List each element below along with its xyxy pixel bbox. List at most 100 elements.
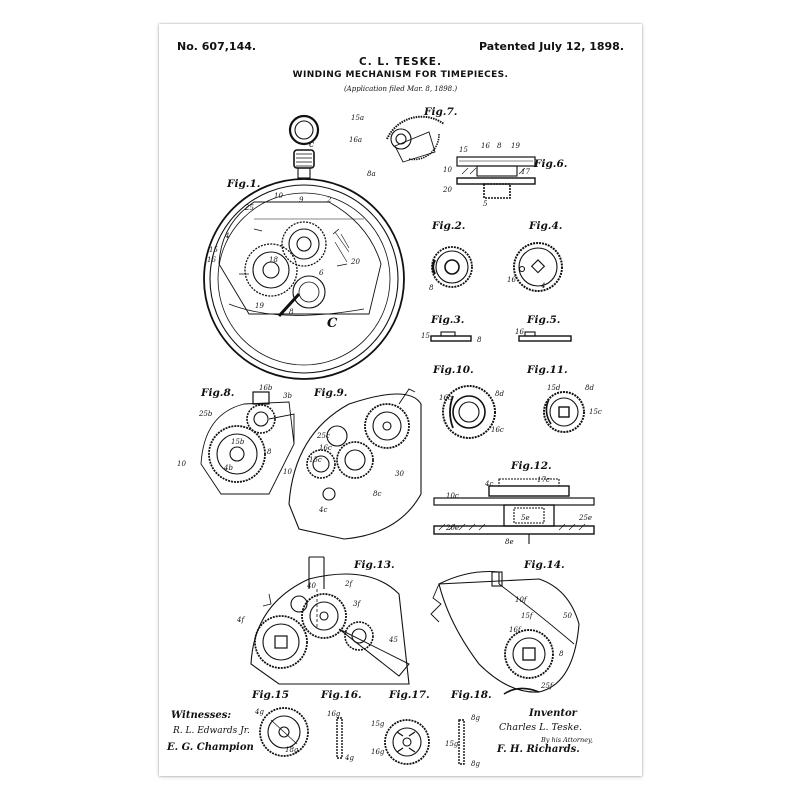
fig6-label: Fig.6. [534, 158, 568, 170]
ref-16c-fig9: 16c [319, 444, 332, 452]
ref-8a: 8a [367, 170, 376, 178]
patent-drawing [200, 114, 595, 765]
fig3-label: Fig.3. [431, 314, 465, 326]
ref-8: 8 [289, 308, 294, 316]
ref-30: 30 [395, 470, 404, 478]
fig4-label: Fig.4. [529, 220, 563, 232]
ref-9: 9 [299, 196, 304, 204]
ref-8g-b: 8g [471, 760, 480, 768]
ref-16c-b: 16c [491, 426, 504, 434]
ref-10-fig9: 10 [283, 468, 292, 476]
ref-18g: 18g [285, 746, 299, 754]
ref-17: 17 [521, 168, 530, 176]
ref-8-fig2: 8 [429, 284, 434, 292]
fig14-label: Fig.14. [524, 559, 565, 571]
ref-16a: 16a [349, 136, 363, 144]
fig14-mechanism [430, 570, 580, 695]
fig10-ring [442, 385, 496, 439]
ref-case-c: C [327, 316, 338, 331]
fig12-section [433, 478, 595, 544]
ref-25: 25 [245, 204, 254, 212]
ref-20e: 20e [446, 524, 460, 532]
ref-3f: 3f [353, 600, 361, 608]
ref-5: 5 [483, 200, 488, 208]
by-attorney-label: By his Attorney, [541, 736, 593, 744]
fig13-label: Fig.13. [354, 559, 395, 571]
patent-number: No. 607,144. [177, 40, 257, 53]
fig5-label: Fig.5. [527, 314, 561, 326]
inventor-heading: C. L. TESKE. [359, 56, 442, 68]
ref-16: 16 [207, 256, 216, 264]
ref-4b: 4b [224, 464, 233, 472]
ref-4-fig4: 4 [541, 282, 546, 290]
ref-15-fig6: 15 [459, 146, 468, 154]
patent-date: Patented July 12, 1898. [479, 40, 624, 53]
ref-10f: 10f [515, 596, 527, 604]
fig18-part [458, 719, 465, 765]
ref-10-fig8: 10 [177, 460, 186, 468]
ref-19: 19 [255, 302, 264, 310]
fig8-mechanism [200, 391, 295, 495]
patent-poster: No. 607,144. Patented July 12, 1898. C. … [159, 24, 642, 776]
fig6-section [456, 156, 536, 199]
filing-date: (Application filed Mar. 8, 1898.) [343, 85, 458, 93]
ref-16b: 16b [259, 384, 273, 392]
ref-17c: 17c [537, 476, 550, 484]
ref-16g: 16g [327, 710, 341, 718]
ref-15g: 15g [371, 720, 385, 728]
ref-25c: 25c [317, 432, 330, 440]
ref-16-fig4: 16 [507, 276, 516, 284]
ref-15a: 15a [351, 114, 365, 122]
fig1-label: Fig.1. [227, 178, 261, 190]
fig7-gear [386, 115, 445, 163]
ref-50: 50 [563, 612, 572, 620]
ref-4g-fig16: 4g [345, 754, 354, 762]
ref-15c: 15c [309, 456, 322, 464]
ref-15b: 15b [231, 438, 245, 446]
ref-8-fig6: 8 [497, 142, 502, 150]
ref-4f: 4f [237, 616, 245, 624]
ref-2: 2 [327, 196, 332, 204]
ref-8e: 8e [505, 538, 514, 546]
ref-8d: 8d [585, 384, 594, 392]
ref-8d-fig10: 8d [495, 390, 504, 398]
ref-15c-fig11: 15c [589, 408, 602, 416]
ref-4c: 4c [319, 506, 328, 514]
ref-20-fig6: 20 [443, 186, 452, 194]
ref-10-fig6: 10 [443, 166, 452, 174]
fig5-part [518, 331, 572, 342]
ref-16c: 16c [439, 394, 452, 402]
fig11-ring [543, 391, 585, 433]
ref-40: 40 [307, 582, 316, 590]
ref-20: 20 [351, 258, 360, 266]
fig7-label: Fig.7. [424, 106, 458, 118]
ref-15g-fig18: 15g [445, 740, 459, 748]
patent-title: WINDING MECHANISM FOR TIMEPIECES. [292, 70, 509, 80]
ref-c: c [309, 140, 315, 150]
ref-4c-fig12: 4c [485, 480, 494, 488]
ref-6: 6 [319, 269, 324, 277]
ref-8-fig3: 8 [477, 336, 482, 344]
attorney-signature: F. H. Richards. [497, 744, 580, 755]
fig4-gear [513, 242, 563, 292]
fig18-label: Fig.18. [451, 689, 492, 701]
ref-25e: 25e [579, 514, 593, 522]
ref-45: 45 [389, 636, 398, 644]
ref-16g-fig17: 16g [371, 748, 385, 756]
fig16-part [336, 717, 343, 759]
inventor-signature: Charles L. Teske. [499, 722, 582, 733]
fig8-label: Fig.8. [201, 387, 235, 399]
witness-1-signature: R. L. Edwards Jr. [173, 726, 250, 736]
ref-10c: 10c [446, 492, 459, 500]
ref-8f: 8 [559, 650, 564, 658]
fig12-label: Fig.12. [511, 460, 552, 472]
ref-5e: 5e [521, 514, 530, 522]
ref-8b: 8 [267, 448, 272, 456]
ref-10: 10 [274, 192, 283, 200]
fig2-gear [431, 246, 473, 288]
ref-16-fig6: 16 [481, 142, 490, 150]
inventor-label: Inventor [529, 708, 577, 719]
ref-18: 18 [269, 256, 278, 264]
fig11-label: Fig.11. [527, 364, 568, 376]
fig1-pocket-watch [203, 114, 405, 380]
